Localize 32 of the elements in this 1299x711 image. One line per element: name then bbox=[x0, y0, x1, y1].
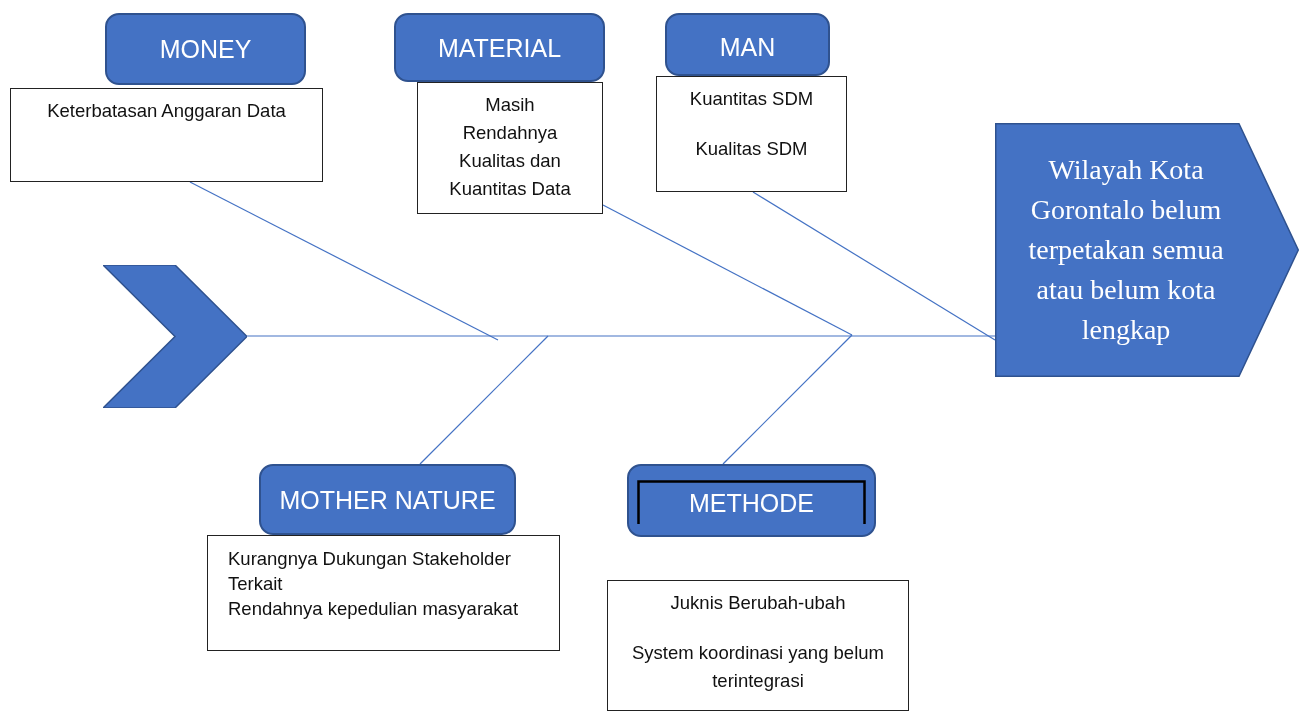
cause-text: Keterbatasan Anggaran Data bbox=[47, 99, 286, 123]
cause-text: System koordinasi yang belum terintegrasi bbox=[631, 641, 885, 693]
effect-text: Wilayah Kota Gorontalo belum terpetakan semua atau belum kota lengkap bbox=[1027, 153, 1225, 347]
category-label: MOTHER NATURE bbox=[279, 484, 496, 515]
cause-text: Kuantitas SDM bbox=[689, 87, 814, 111]
bone-line bbox=[602, 204, 853, 336]
cause-box bbox=[417, 82, 603, 214]
spine-line bbox=[752, 191, 996, 341]
cause-text: Kualitas SDM bbox=[695, 137, 808, 161]
category-label: MATERIAL bbox=[437, 32, 562, 63]
cause-text: Kurangnya Dukungan Stakeholder Terkait bbox=[228, 547, 512, 596]
cause-text: Juknis Berubah-ubah bbox=[670, 591, 846, 615]
chevron-shape bbox=[103, 265, 247, 408]
bone-line bbox=[189, 181, 499, 341]
bone-line bbox=[722, 334, 853, 465]
effect-pentagon bbox=[995, 123, 1299, 377]
cause-box bbox=[207, 535, 560, 651]
category-box bbox=[665, 13, 830, 76]
category-label: MAN bbox=[719, 31, 776, 62]
category-box bbox=[394, 13, 605, 82]
cause-box bbox=[607, 580, 909, 711]
bone-line bbox=[419, 335, 549, 465]
category-box bbox=[105, 13, 306, 85]
cause-text: Masih Rendahnya Kualitas dan Kuantitas Data bbox=[448, 93, 572, 201]
cause-box bbox=[656, 76, 847, 192]
cause-text: Rendahnya kepedulian masyarakat bbox=[228, 597, 519, 621]
category-box bbox=[627, 464, 876, 537]
category-label: METHODE bbox=[689, 487, 814, 518]
cause-box bbox=[10, 88, 323, 182]
category-label: MONEY bbox=[159, 34, 252, 64]
spine-line bbox=[246, 335, 996, 337]
category-box bbox=[259, 464, 516, 535]
